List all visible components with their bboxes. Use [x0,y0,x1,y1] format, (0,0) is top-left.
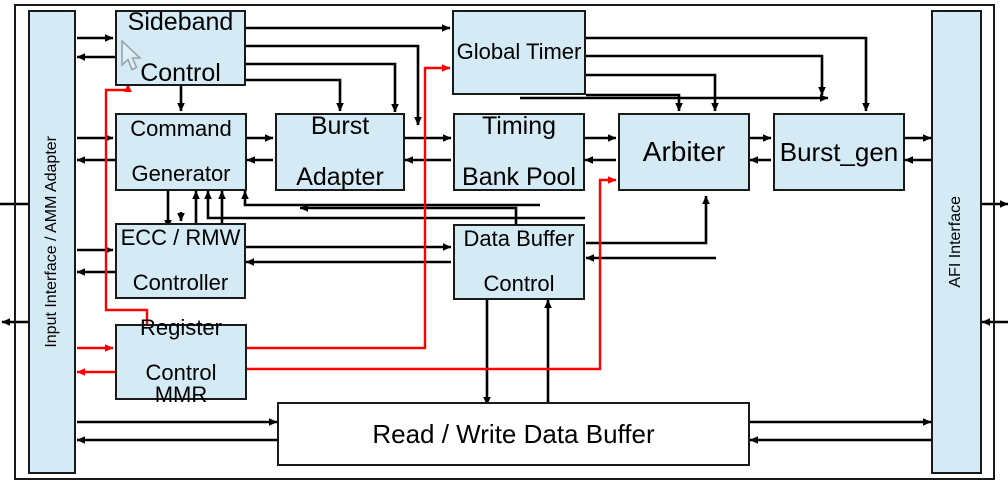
outer-boundary [14,4,995,480]
block-read-write-data-buffer-label: Read / Write Data Buffer [372,418,655,449]
block-afi-interface-label: AFI Interface [947,196,965,288]
block-input-interface-label: Input Interface / AMM Adapter [42,136,60,348]
block-global-timer-label: Global Timer [456,39,582,65]
block-read-write-data-buffer[interactable]: Read / Write Data Buffer [277,402,750,466]
block-burst-gen-label: Burst_gen [779,136,899,167]
block-input-interface[interactable]: Input Interface / AMM Adapter [28,10,76,474]
block-global-timer[interactable]: Global Timer [452,10,586,95]
block-arbiter[interactable]: Arbiter [618,113,750,191]
block-arbiter-label: Arbiter [642,135,726,167]
block-afi-interface[interactable]: AFI Interface [931,10,982,474]
block-burst-gen[interactable]: Burst_gen [773,113,905,191]
mouse-pointer-icon [121,40,143,71]
